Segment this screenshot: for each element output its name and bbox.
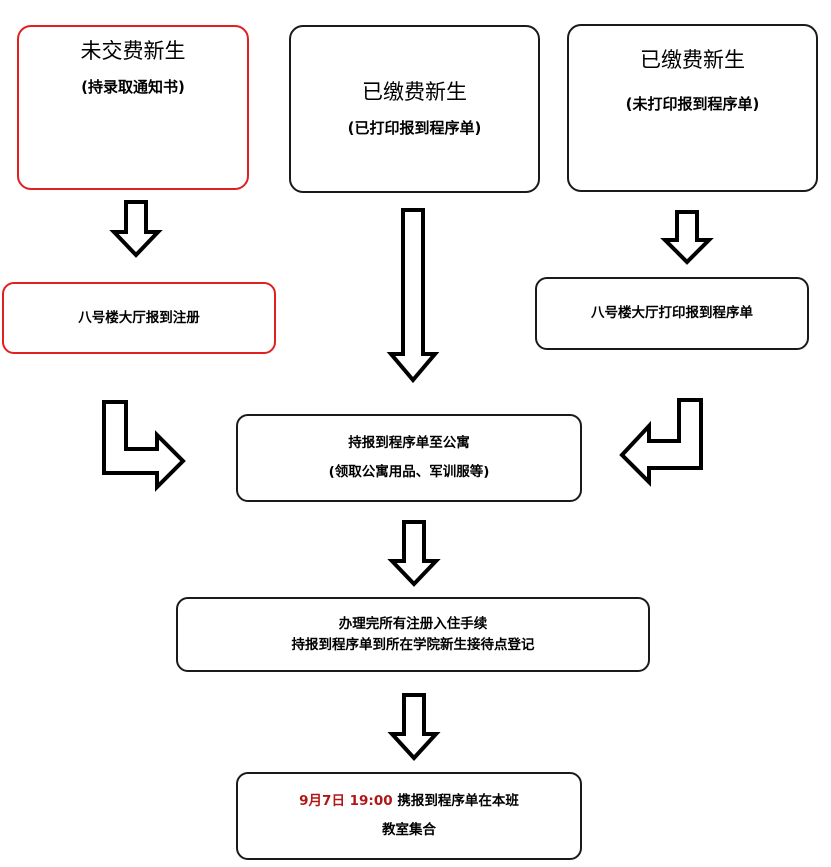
unpaid-title: 未交费新生 <box>80 39 186 63</box>
print-building8-text: 八号楼大厅打印报到程序单 <box>591 305 753 322</box>
apartment-line1: 持报到程序单至公寓 <box>348 435 470 452</box>
gathering-line2: 教室集合 <box>382 822 436 838</box>
arrow-down-left-1 <box>109 200 163 258</box>
unpaid-subtitle: (持录取通知书) <box>81 78 185 97</box>
arrow-down-center-3 <box>387 693 441 761</box>
complete-line2: 持报到程序单到所在学院新生接待点登记 <box>291 636 535 653</box>
box-class-gathering: 9月7日 19:00 携报到程序单在本班 教室集合 <box>236 772 582 860</box>
paid-unprinted-subtitle: (未打印报到程序单) <box>625 95 760 114</box>
arrow-bend-right <box>102 400 186 492</box>
arrow-down-center-2 <box>387 520 441 587</box>
box-print-building8: 八号楼大厅打印报到程序单 <box>535 277 809 350</box>
box-paid-printed: 已缴费新生 (已打印报到程序单) <box>289 25 540 193</box>
gathering-date: 9月7日 19:00 <box>299 793 393 810</box>
box-apartment: 持报到程序单至公寓 (领取公寓用品、军训服等) <box>236 414 582 502</box>
box-unpaid-students: 未交费新生 (持录取通知书) <box>17 25 249 190</box>
apartment-line2: (领取公寓用品、军训服等) <box>328 464 490 480</box>
arrow-down-center-long <box>386 208 440 384</box>
box-complete-procedures: 办理完所有注册入住手续 持报到程序单到所在学院新生接待点登记 <box>176 597 650 672</box>
paid-printed-title: 已缴费新生 <box>362 79 467 104</box>
gathering-line1: 携报到程序单在本班 <box>392 793 519 810</box>
box-paid-unprinted: 已缴费新生 (未打印报到程序单) <box>567 24 818 192</box>
paid-printed-subtitle: (已打印报到程序单) <box>347 118 482 137</box>
box-register-building8: 八号楼大厅报到注册 <box>2 282 276 354</box>
paid-unprinted-title: 已缴费新生 <box>640 48 745 72</box>
complete-line1: 办理完所有注册入住手续 <box>338 615 488 632</box>
arrow-bend-left <box>619 398 703 487</box>
arrow-down-right-1 <box>660 210 714 265</box>
register-building8-text: 八号楼大厅报到注册 <box>78 309 200 326</box>
